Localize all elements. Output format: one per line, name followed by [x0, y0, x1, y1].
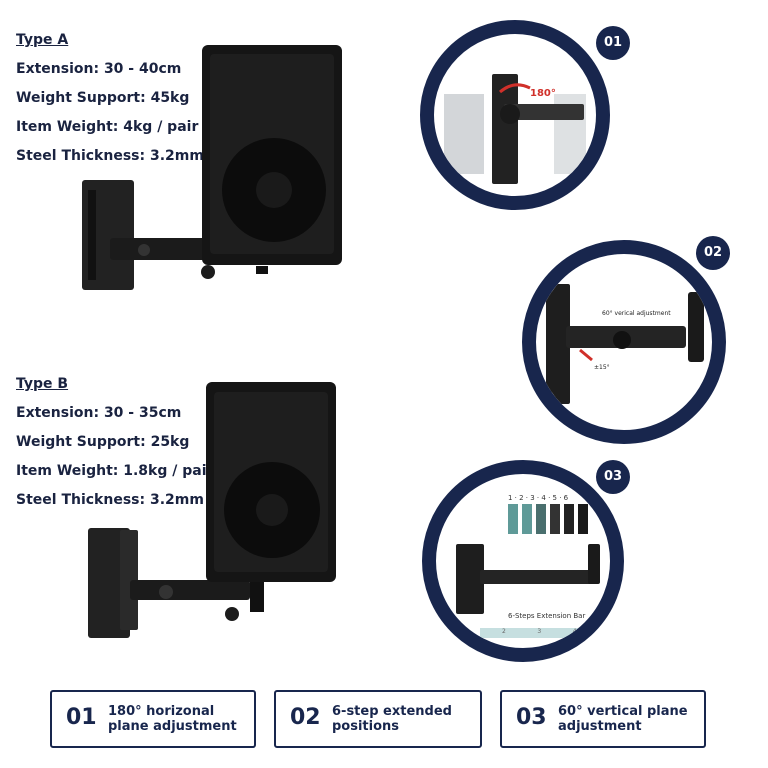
ruler-mark: 2 — [502, 628, 506, 635]
type-b-title: Type B — [16, 376, 69, 392]
ruler-mark: 5 — [608, 628, 612, 635]
detail-circle-2: 60° verical adjustment ±15° — [522, 240, 726, 444]
type-b-steel-thickness: Steel Thickness: 3.2mm — [16, 492, 204, 508]
feature-box-3: 03 60° vertical plane adjustment — [500, 690, 706, 748]
steps-annotation: 1 · 2 · 3 · 4 · 5 · 6 — [508, 494, 569, 502]
feature-number: 02 — [290, 705, 321, 730]
tilt-annotation: ±15° — [594, 364, 610, 371]
rotation-detail-image — [444, 74, 586, 184]
detail-circle-3: 1 · 2 · 3 · 4 · 5 · 6 6-Steps Extension … — [422, 460, 624, 662]
feature-number: 01 — [66, 705, 97, 730]
type-b-extension: Extension: 30 - 35cm — [16, 405, 182, 421]
ruler-mark: 4 — [572, 628, 577, 635]
extension-bar-annotation: 6-Steps Extension Bar — [508, 612, 586, 620]
feature-text: 180° horizonal plane adjustment — [108, 704, 237, 734]
detail-badge-3: 03 — [596, 460, 630, 494]
type-a-extension: Extension: 30 - 40cm — [16, 61, 182, 77]
feature-text: 6-step extended positions — [332, 704, 452, 734]
vertical-adjust-detail-image — [546, 284, 704, 404]
type-a-title: Type A — [16, 32, 69, 48]
detail-circle-1: 180° — [420, 20, 610, 210]
feature-box-2: 02 6-step extended positions — [274, 690, 482, 748]
detail-badge-2: 02 — [696, 236, 730, 270]
type-b-speaker-image — [88, 382, 336, 638]
type-a-steel-thickness: Steel Thickness: 3.2mm — [16, 148, 204, 164]
feature-box-1: 01 180° horizonal plane adjustment — [50, 690, 256, 748]
type-b-weight-support: Weight Support: 25kg — [16, 434, 190, 450]
rotation-annotation: 180° — [530, 88, 556, 99]
type-a-item-weight: Item Weight: 4kg / pair — [16, 119, 199, 135]
extension-detail-image — [456, 504, 600, 638]
ruler-mark: 3 — [537, 628, 542, 635]
detail-badge-1: 01 — [596, 26, 630, 60]
type-a-weight-support: Weight Support: 45kg — [16, 90, 190, 106]
type-b-item-weight: Item Weight: 1.8kg / pair — [16, 463, 214, 479]
vertical-adjust-annotation: 60° verical adjustment — [602, 310, 671, 317]
feature-number: 03 — [516, 705, 547, 730]
extension-ruler: 2 3 4 5 — [502, 628, 612, 635]
feature-text: 60° vertical plane adjustment — [558, 704, 688, 734]
type-a-speaker-image — [82, 45, 342, 290]
